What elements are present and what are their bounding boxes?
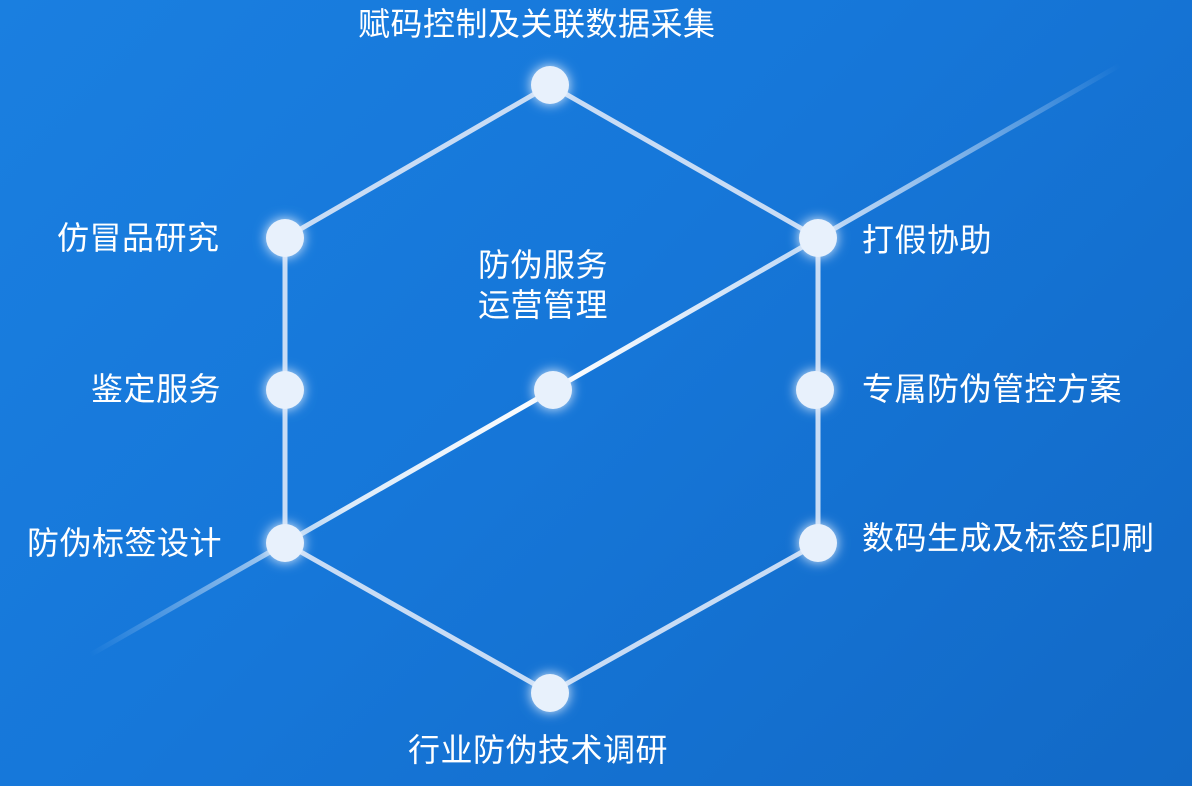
node-bottom [531,674,569,712]
diagonal-line [88,62,1122,658]
label-upper-left: 仿冒品研究 [57,219,220,257]
node-middle-right [796,371,834,409]
node-lower-left [266,524,304,562]
node-top [531,66,569,104]
edge-top-right [548,82,820,241]
label-bottom: 行业防伪技术调研 [408,731,669,769]
node-upper-right [799,219,837,257]
label-top: 赋码控制及关联数据采集 [358,5,716,43]
label-upper-right: 打假协助 [862,221,993,259]
node-middle-left [266,371,304,409]
label-middle-right: 专属防伪管控方案 [862,370,1123,408]
node-upper-left [266,219,304,257]
edge-bottom-right [548,540,820,696]
edge-bottom-left [283,540,552,696]
label-lower-left: 防伪标签设计 [27,524,223,562]
node-center [534,371,572,409]
label-center-line2: 运营管理 [478,286,609,324]
label-center: 防伪服务 运营管理 [478,245,608,325]
label-middle-left: 鉴定服务 [91,370,222,408]
edge-top-left [283,82,552,241]
label-lower-right: 数码生成及标签印刷 [862,519,1155,557]
label-center-line1: 防伪服务 [478,246,609,284]
node-lower-right [799,524,837,562]
